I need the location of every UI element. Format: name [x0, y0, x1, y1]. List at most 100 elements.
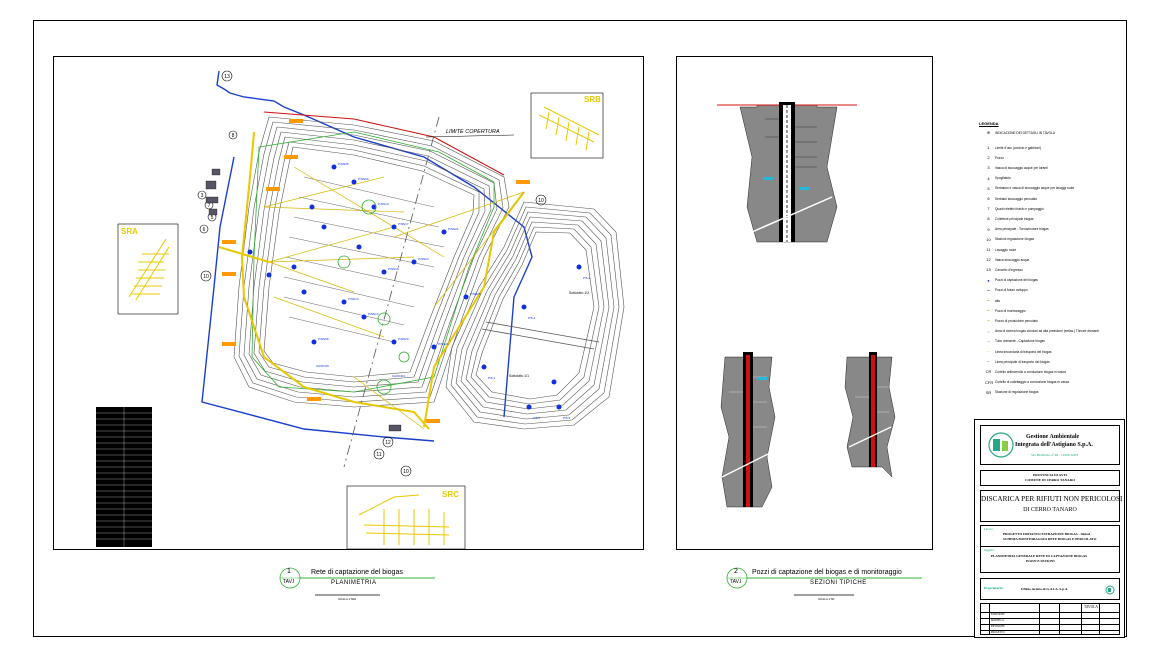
sections-title: Pozzi di captazione del biogas e di moni…: [752, 569, 902, 576]
legend-symbol: ─: [987, 359, 990, 365]
svg-text:P/5-5: P/5-5: [533, 416, 541, 420]
legend-symbol: ━: [987, 318, 990, 324]
legend-text: Vasca stoccaggio acque: [995, 257, 1030, 262]
legend-symbol: 8: [987, 216, 990, 222]
legend-text: Linea principale di trasporto del biogas: [995, 359, 1050, 364]
well-section-top: [717, 102, 857, 243]
legend-text: Spogliatoio: [995, 176, 1011, 181]
sections-subtitle: SEZIONI TIPICHE: [810, 580, 867, 586]
svg-text:P/NN20: P/NN20: [398, 337, 409, 341]
legend-row: 1 Limite d'uso (cordolo e gabbioni): [985, 145, 1041, 150]
plan-tav-num: 1: [287, 568, 291, 575]
legend-text: Serbatoio e vasca di stoccaggio acque pe…: [995, 186, 1075, 191]
legend-symbol: 1: [987, 145, 990, 150]
svg-text:CH/NN04: CH/NN04: [392, 374, 405, 378]
legend-text: alto: [995, 298, 1001, 303]
legend-row: 5 Serbatoio e vasca di stoccaggio acque p…: [985, 186, 1074, 191]
legend-symbol: ━: [987, 298, 990, 303]
company-address: Via Brofferio, n°48 - 14100 ASTI: [1031, 453, 1079, 457]
legend-row: ○Area di ricerca biogas circolari ad alt…: [985, 329, 1099, 334]
legend-symbol: 6: [987, 196, 990, 201]
title-block: Gestione Ambientale Integrata dell'Astig…: [974, 419, 1125, 638]
svg-text:P/NN13: P/NN13: [378, 202, 389, 206]
company-line2: Integrata dell'Astigiano S.p.A.: [1015, 442, 1093, 448]
svg-text:3: 3: [201, 193, 204, 199]
east-cell: [445, 201, 625, 430]
biogas-main-line: [218, 131, 525, 430]
project-line2: DI CERRO TANARO: [1023, 507, 1077, 513]
sheet-number: TAVOLA 1: [1084, 605, 1101, 609]
legend-text: Stazione di regolazione biogas: [995, 390, 1039, 395]
svg-text:P/NN08: P/NN08: [318, 337, 329, 341]
legend-text: Pozzi di captazione del biogas: [995, 278, 1038, 283]
inset-srb: SRB: [530, 92, 604, 159]
owner-logo: [1105, 585, 1115, 595]
well-section-left: [720, 352, 776, 508]
plan-subtitle: PLANIMETRIA: [331, 580, 377, 586]
svg-text:6: 6: [203, 227, 206, 233]
legend-header-note: INDICAZIONE DEI DETTAGLI IN TAVOLA: [995, 130, 1055, 135]
legend-text: Vasca di stoccaggio acque per idranti: [995, 165, 1048, 170]
legend-row: ● Pozzi di captazione del biogas: [985, 278, 1038, 283]
svg-text:12: 12: [385, 440, 391, 446]
limite-copertura-label: LIMITE COPERTURA: [446, 129, 500, 135]
legend-title: LEGENDA: [979, 121, 999, 126]
legend-text: Cancello d'ingresso: [995, 267, 1023, 272]
inset-sra: SRA: [117, 223, 179, 315]
svg-text:P/5-2: P/5-2: [583, 276, 591, 280]
legend-text: Cortello antincendio a conduzione biogas…: [995, 369, 1066, 374]
owner-box: Proprietario: Ufficio tecnico di G.A.I.A…: [980, 578, 1120, 600]
plan-tav: TAV.I: [283, 579, 295, 585]
svg-text:P/NN14: P/NN14: [368, 312, 379, 316]
svg-text:P/NN21: P/NN21: [448, 227, 459, 231]
legend: LEGENDA ⊕ INDICAZIONE DEI DETTAGLI IN TA…: [969, 121, 1119, 421]
well-section-right: [844, 352, 896, 478]
legend-symbol: ●: [987, 277, 990, 283]
svg-text:P/NN28: P/NN28: [470, 292, 481, 296]
legend-text: Tubo drenante - Captazione biogas: [995, 339, 1045, 344]
legend-text: Stazioni regolazione biogas: [995, 237, 1034, 242]
legend-symbol: 5: [987, 185, 990, 191]
plan-drawing: LIMITE COPERTURA: [96, 70, 625, 550]
plan-panel: LIMITE COPERTURA: [53, 56, 644, 550]
legend-row: ━ alto: [985, 298, 1000, 303]
svg-text:P/5-6: P/5-6: [563, 416, 571, 420]
svg-text:7: 7: [208, 203, 211, 209]
legend-row: ─ Tubo drenante - Captazione biogas: [985, 339, 1045, 344]
legend-text: Pozzi di futuro sviluppo: [995, 288, 1028, 293]
company-logo: [988, 432, 1014, 458]
legend-row: ━Pozzi di monitoraggio: [985, 308, 1025, 313]
plan-title: Rete di captazione del biogas: [311, 569, 403, 576]
legend-symbol: ○: [987, 328, 990, 334]
svg-text:CH/NN16: CH/NN16: [316, 364, 329, 368]
legend-row: ━Pozzo di produzione percolato: [985, 318, 1038, 323]
legend-symbol: ─: [987, 338, 990, 344]
project-line1: DISCARICA PER RIFIUTI NON PERICOLOSI: [981, 495, 1123, 503]
legend-row: 4 Spogliatoio: [985, 175, 1011, 181]
sections-tav-num: 2: [734, 568, 738, 575]
svg-text:P/NN23: P/NN23: [418, 257, 429, 261]
svg-text:P/NN17: P/NN17: [398, 222, 409, 226]
svg-text:10: 10: [403, 469, 409, 475]
legend-symbol: 3: [987, 165, 990, 171]
svg-text:P/NN09: P/NN09: [358, 177, 369, 181]
legend-symbol: 4: [987, 175, 990, 181]
revision-table: TAVOLA 1 EMISSIONE MODIFICA REVISIONE PR…: [980, 603, 1120, 635]
legend-row: 8 Collettore principale biogas: [985, 216, 1033, 221]
legend-symbol: 2: [987, 155, 990, 161]
legend-text: Limite d'uso (cordolo e gabbioni): [995, 145, 1041, 150]
legend-text: Pozzi di monitoraggio: [995, 308, 1026, 313]
company-line1: Gestione Ambientale: [1026, 434, 1080, 440]
legend-text: Collettore principale biogas: [995, 216, 1034, 221]
legend-text: Cortello di collettaggio a conduzione bi…: [995, 380, 1070, 385]
legend-symbol: ─: [987, 349, 990, 354]
lot-label-2: Sottolotto 1/1: [509, 374, 529, 378]
svg-text:10: 10: [203, 274, 209, 280]
sections-drawing: [717, 102, 896, 508]
svg-text:11: 11: [376, 452, 381, 458]
province-box: PROVINCIA DI ASTI COMUNE DI CERRO TANARO: [980, 470, 1120, 486]
plan-caption: 1 TAV.I Rete di captazione del biogas PL…: [275, 566, 475, 606]
